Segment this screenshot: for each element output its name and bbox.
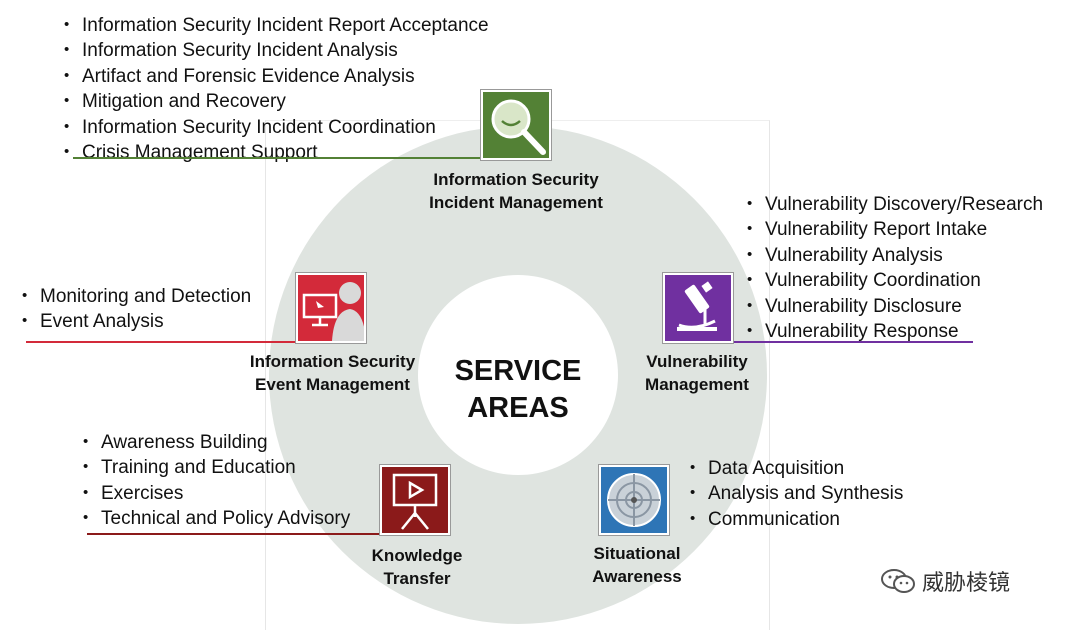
- incident-icon-box: [480, 89, 552, 161]
- event-services-list: Monitoring and Detection Event Analysis: [22, 284, 251, 335]
- incident-underline: [73, 157, 485, 159]
- list-item: Communication: [690, 507, 903, 532]
- list-item: Training and Education: [83, 455, 350, 480]
- center-title-line1: SERVICE: [454, 355, 582, 387]
- list-item: Awareness Building: [83, 430, 350, 455]
- situational-area-label: Situational Awareness: [592, 544, 682, 586]
- monitor-user-icon: [302, 282, 366, 341]
- event-icon-box: [295, 272, 367, 344]
- list-item: Data Acquisition: [690, 456, 903, 481]
- situational-icon-box: [598, 464, 670, 536]
- list-item: Technical and Policy Advisory: [83, 506, 350, 531]
- vulnerability-icon-box: [662, 272, 734, 344]
- center-title-line2: AREAS: [467, 392, 569, 424]
- list-item: Monitoring and Detection: [22, 284, 251, 309]
- knowledge-icon-box: [379, 464, 451, 536]
- list-item: Mitigation and Recovery: [64, 89, 489, 114]
- list-item: Vulnerability Discovery/Research: [747, 192, 1043, 217]
- list-item: Vulnerability Report Intake: [747, 217, 1043, 242]
- vulnerability-area-label: Vulnerability Management: [645, 352, 749, 394]
- knowledge-area-label: Knowledge Transfer: [371, 546, 463, 588]
- microscope-icon: [677, 281, 717, 331]
- radar-icon: [607, 473, 661, 527]
- wechat-icon: [881, 569, 915, 593]
- vulnerability-underline: [730, 341, 973, 343]
- center-title: SERVICE AREAS: [418, 353, 618, 427]
- list-item: Exercises: [83, 481, 350, 506]
- knowledge-underline: [87, 533, 383, 535]
- list-item: Vulnerability Disclosure: [747, 294, 1043, 319]
- situational-services-list: Data Acquisition Analysis and Synthesis …: [690, 456, 903, 532]
- knowledge-services-list: Awareness Building Training and Educatio…: [83, 430, 350, 532]
- event-area-label: Information Security Event Management: [249, 352, 416, 394]
- watermark-text: 威胁棱镜: [922, 570, 1011, 595]
- list-item: Information Security Incident Report Acc…: [64, 13, 489, 38]
- presentation-board-icon: [392, 473, 438, 530]
- list-item: Artifact and Forensic Evidence Analysis: [64, 64, 489, 89]
- vulnerability-services-list: Vulnerability Discovery/Research Vulnera…: [747, 192, 1043, 344]
- list-item: Event Analysis: [22, 309, 251, 334]
- watermark: 威胁棱镜: [880, 566, 1010, 596]
- event-underline: [26, 341, 298, 343]
- list-item: Vulnerability Response: [747, 319, 1043, 344]
- list-item: Information Security Incident Analysis: [64, 38, 489, 63]
- list-item: Analysis and Synthesis: [690, 481, 903, 506]
- list-item: Vulnerability Coordination: [747, 268, 1043, 293]
- magnifier-icon: [491, 99, 546, 155]
- ring-center: [418, 275, 618, 475]
- list-item: Crisis Management Support: [64, 140, 489, 165]
- incident-services-list: Information Security Incident Report Acc…: [64, 13, 489, 165]
- incident-area-label: Information Security Incident Management: [429, 170, 603, 212]
- list-item: Information Security Incident Coordinati…: [64, 115, 489, 140]
- list-item: Vulnerability Analysis: [747, 243, 1043, 268]
